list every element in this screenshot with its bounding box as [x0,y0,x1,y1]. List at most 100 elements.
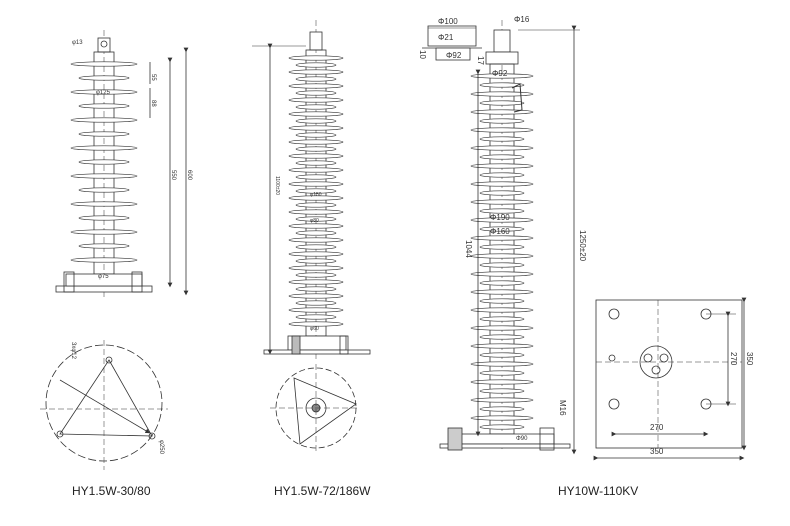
right-shed [470,271,534,277]
right-shed [470,343,534,349]
middle-shed [288,237,344,243]
right-shed [479,280,525,286]
middle-shed [288,209,344,215]
left-shed [78,187,130,193]
right-shed [470,397,534,403]
left-d2-label: φ75 [98,274,109,280]
caption-hy1-5w-72-186w: HY1.5W-72/186W [274,484,371,498]
right-shed [470,361,534,367]
middle-shed [295,118,337,124]
right-shed [470,307,534,313]
middle-shed [288,83,344,89]
left-shed [70,173,138,179]
right-shed-d2-label: Φ160 [490,227,510,236]
left-h3-label: 550 [170,170,176,181]
middle-shed [288,125,344,131]
middle-shed [295,272,337,278]
right-shed [479,172,525,178]
middle-shed [288,97,344,103]
right-total-h-label: 1250±20 [578,230,587,262]
left-h2-label: 88 [150,100,156,107]
right-shed [470,253,534,259]
left-shed [78,103,130,109]
middle-shed [295,286,337,292]
right-base-bolt-label: M16 [558,400,567,416]
right-shed [470,235,534,241]
right-shed [470,217,534,223]
left-shed [78,215,130,221]
left-h1-label: 55 [150,74,156,81]
middle-shed [288,153,344,159]
right-shed [479,424,525,430]
middle-shed [295,160,337,166]
plan-spacing-v-label: 270 [729,352,738,366]
right-shed [479,370,525,376]
middle-shed [295,188,337,194]
middle-shed [295,62,337,68]
middle-shed [295,258,337,264]
middle-shed [295,244,337,250]
middle-shed [288,139,344,145]
mid-d3-label: φ60 [310,326,319,332]
left-shed [78,75,130,81]
mid-d1-label: φ150 [310,192,322,198]
right-shed [479,298,525,304]
middle-shed [288,251,344,257]
right-shed [470,163,534,169]
right-shed [479,154,525,160]
right-shed [479,244,525,250]
middle-shed [295,216,337,222]
right-elevation [422,20,747,461]
middle-shed [295,132,337,138]
right-shed [470,181,534,187]
middle-shed [295,76,337,82]
caption-hy1-5w-30-80: HY1.5W-30/80 [72,484,151,498]
middle-shed [288,195,344,201]
right-top-bolt-label: Φ16 [514,15,530,24]
middle-shed [295,90,337,96]
right-shed [479,388,525,394]
left-h4-label: 600 [186,170,192,181]
right-shed [470,415,534,421]
right-shed [479,352,525,358]
left-shed [70,145,138,151]
mid-d2-label: φ80 [310,218,319,224]
middle-shed [288,223,344,229]
right-top-left-h-label: 10 [418,50,427,59]
right-base-d-label: Φ90 [516,436,528,442]
right-top-d2-label: Φ21 [438,33,454,42]
right-shed-d1-label: Φ190 [490,213,510,222]
middle-shed [288,167,344,173]
right-shed [470,73,534,79]
right-shed [479,316,525,322]
left-shed [78,159,130,165]
right-inner-h-label: 1044 [464,240,473,258]
right-top-d3-label: Φ92 [446,51,462,60]
middle-shed [295,146,337,152]
right-shed [479,136,525,142]
left-top-hole-label: φ13 [72,40,83,46]
left-shed [70,117,138,123]
middle-shed [288,279,344,285]
right-shed [479,118,525,124]
left-d1-label: φ125 [96,90,111,96]
middle-shed [295,314,337,320]
left-bolt-circle-label: 3xφ12 [70,342,76,360]
middle-shed [288,69,344,75]
right-shed [479,334,525,340]
right-top-right-h-label: 17 [476,56,485,65]
right-shed [479,406,525,412]
right-shed [470,109,534,115]
right-cap-d-label: Φ92 [492,69,508,78]
right-shed [470,379,534,385]
right-shed [470,145,534,151]
middle-shed [288,265,344,271]
left-pcd-label: φ250 [158,440,164,455]
left-shed [70,61,138,67]
middle-shed [288,293,344,299]
right-shed [479,190,525,196]
left-shed [70,89,138,95]
right-top-d1-label: Φ100 [438,17,458,26]
right-shed [479,262,525,268]
